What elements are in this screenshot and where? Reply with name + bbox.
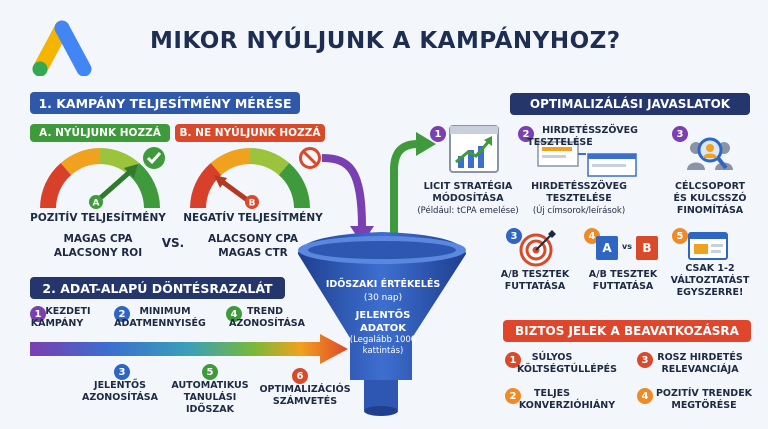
funnel-line1: IDŐSZAKI ÉRTÉKELÉS: [325, 279, 441, 290]
step-label-line1: KEZDETI: [45, 306, 91, 317]
section2-title: 2. ADAT-ALAPÚ DÖNTÉSRAZALÁT: [30, 277, 285, 299]
sign-2-line2: KONVERZIÓHIÁNY: [518, 400, 616, 411]
option-b-line2: ALACSONY CPA: [208, 233, 298, 245]
variant-b-box: B: [636, 236, 658, 260]
page-title: MIKOR NYÚLJUNK A KAMPÁNYHOZ?: [150, 28, 621, 54]
step-badge: 3: [114, 364, 130, 380]
variant-a-box: A: [596, 236, 618, 260]
recommendation-1-line1: LICIT STRATÉGIA: [423, 181, 513, 192]
google-ads-logo: [32, 20, 92, 76]
step-label-line2: SZÁMVETÉS: [272, 396, 338, 407]
option-b-label: B. NE NYÚLJUNK HOZZÁ: [175, 124, 325, 142]
recommendation-badge: 5: [672, 228, 688, 244]
step-label-line1: TREND: [246, 306, 284, 317]
sign-badge: 2: [505, 388, 521, 404]
step-label-line2: AZONOSÍTÁSA: [228, 318, 305, 329]
recommendation-2-line2: TESZTELÉSE: [546, 193, 612, 204]
recommendation-6-line2: VÁLTOZTATÁST: [670, 275, 750, 286]
recommendation-5-line1: A/B TESZTEK: [588, 269, 658, 280]
recommendation-badge: 3: [672, 126, 688, 142]
recommendation-3-line3: FINOMÍTÁSA: [676, 205, 744, 216]
step-label-line2: AZONOSÍTÁSA: [81, 392, 158, 403]
funnel-line2: (30 nap): [363, 293, 403, 303]
sign-badge: 4: [637, 388, 653, 404]
sign-4-line2: MEGTÖRÉSE: [671, 400, 737, 411]
option-a-line1: POZITÍV TELJESÍTMÉNY: [30, 212, 166, 224]
funnel-line3: JELENTŐS: [355, 310, 411, 321]
ad-text-test-icon: [537, 141, 637, 177]
step-label-line3: IDŐSZAK: [186, 404, 234, 415]
optim-title: OPTIMALIZÁLÁSI JAVASLATOK: [510, 93, 750, 115]
chart-growth-icon: [449, 125, 499, 173]
step-badge: 6: [292, 368, 308, 384]
sign-1-line1: SÚLYOS: [531, 352, 573, 363]
recommendation-4-line1: A/B TESZTEK: [500, 269, 570, 280]
recommendation-2-top2: TESZTELÉSE: [527, 137, 593, 148]
target-icon: [519, 230, 556, 267]
vs-mini-label: vs: [622, 242, 632, 251]
check-icon: [143, 147, 165, 169]
step-label-line1: MINIMUM: [139, 306, 191, 317]
recommendation-badge: 2: [518, 126, 534, 142]
recommendation-5-line2: FUTTATÁSA: [592, 281, 654, 292]
ab-test-icon: A vs B: [596, 232, 658, 264]
sign-1-line2: KÖLTSÉGTÚLLÉPÉS: [516, 364, 618, 375]
sign-3-line1: ROSZ HIRDETÉS: [657, 352, 743, 363]
recommendation-2-line1: HIRDETÉSSZÖVEG: [531, 181, 627, 192]
step-label-line1: OPTIMALIZÁCIÓS: [259, 384, 351, 395]
funnel-graphic: [298, 132, 466, 416]
gauge-negative-icon: B: [190, 148, 310, 209]
option-a-line3: ALACSONY ROI: [53, 247, 143, 259]
recommendation-2-line3: (Új címsorok/leírások): [532, 206, 626, 216]
recommendation-2-top1: HIRDETÉSSZÖVEG: [542, 125, 638, 136]
recommendation-1-line2: MÓDOSÍTÁSA: [432, 193, 504, 204]
step-badge: 5: [202, 364, 218, 380]
funnel-line4: ADATOK: [359, 323, 407, 334]
recommendation-badge: 1: [430, 126, 446, 142]
sign-2-line1: TELJES: [534, 388, 570, 399]
svg-text:B: B: [249, 199, 256, 209]
recommendation-6-line1: CSAK 1-2: [685, 263, 735, 274]
step-badge: 2: [114, 306, 130, 322]
option-b-line3: MAGAS CTR: [218, 247, 288, 259]
sign-badge: 3: [637, 352, 653, 368]
gauge-positive-icon: A: [40, 148, 160, 209]
signs-title: BIZTOS JELEK A BEAVATKOZÁSRA: [503, 320, 751, 342]
recommendation-6-line3: EGYSZERRE!: [676, 287, 744, 298]
step-label-line2: ADATMENNYISÉG: [114, 318, 206, 329]
audience-search-icon: [687, 137, 733, 170]
recommendation-3-line1: CÉLCSOPORT: [675, 181, 745, 192]
funnel-line6: kattintás): [362, 346, 404, 356]
recommendation-4-line2: FUTTATÁSA: [504, 281, 566, 292]
option-b-line1: NEGATÍV TELJESÍTMÉNY: [183, 212, 323, 224]
browser-window-icon: [688, 232, 728, 260]
step-label-line1: JELENTŐS: [94, 380, 146, 391]
option-a-line2: MAGAS CPA: [63, 233, 133, 245]
option-a-label: A. NYÚLJUNK HOZZÁ: [30, 124, 170, 142]
recommendation-badge: 3: [506, 228, 522, 244]
section1-title: 1. KAMPÁNY TELJESÍTMÉNY MÉRÉSE: [30, 92, 300, 114]
sign-4-line1: POZITÍV TRENDEK: [655, 388, 753, 399]
step-badge: 1: [30, 306, 46, 322]
stop-icon: [299, 147, 321, 169]
svg-text:A: A: [93, 199, 100, 209]
process-arrow-graphic: [30, 334, 348, 364]
recommendation-3-line2: ÉS KULCSSZÓ: [673, 193, 747, 204]
sign-3-line2: RELEVANCIÁJA: [661, 364, 739, 375]
step-label-line2: KAMPÁNY: [30, 318, 84, 329]
sign-badge: 1: [505, 352, 521, 368]
vs-label: VS.: [161, 236, 185, 250]
funnel-line5: (Legalább 1000: [349, 335, 417, 345]
step-label-line2: TANULÁSI: [183, 392, 237, 403]
recommendation-1-line3: (Például: tCPA emelése): [417, 206, 519, 216]
step-badge: 4: [226, 306, 242, 322]
step-label-line1: AUTOMATIKUS: [171, 380, 249, 391]
